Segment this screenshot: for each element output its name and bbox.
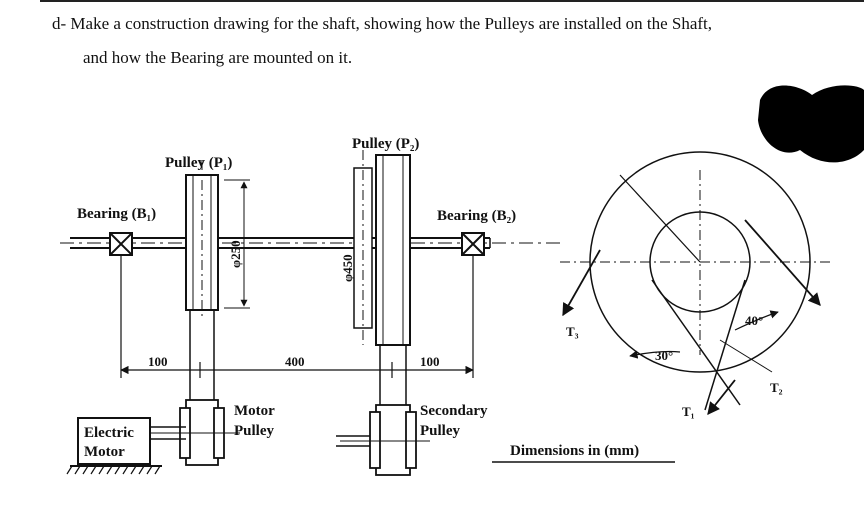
tension-diagram	[560, 151, 830, 415]
question-line-2: and how the Bearing are mounted on it.	[83, 48, 353, 67]
length-dimensions	[120, 362, 474, 378]
label-secondary-pulley-1: Secondary	[420, 403, 488, 419]
label-t3: T₃	[566, 324, 579, 339]
label-dia-p2: φ450	[340, 254, 355, 282]
label-t2: T₂	[770, 380, 783, 395]
label-pulley-p1: Pulley (P₁)	[165, 155, 232, 171]
label-dia-p1: φ250	[228, 240, 243, 268]
secondary-pulley	[336, 404, 430, 476]
label-secondary-pulley-2: Pulley	[420, 423, 460, 439]
dimensions-note: Dimensions in (mm)	[510, 443, 639, 459]
motor-pulley	[150, 399, 240, 466]
label-electric-motor-2: Motor	[84, 444, 125, 460]
bearing-b1-symbol	[109, 232, 133, 378]
label-bearing-b1: Bearing (B₁)	[77, 206, 156, 222]
label-angle-40: 40°	[745, 313, 763, 328]
question-line-1: d- Make a construction drawing for the s…	[52, 14, 713, 33]
label-t1: T₁	[682, 404, 695, 419]
electric-motor	[66, 417, 162, 475]
label-dim-400: 400	[285, 354, 305, 369]
label-bearing-b2: Bearing (B₂)	[437, 208, 516, 224]
label-motor-pulley-1: Motor	[234, 403, 275, 419]
label-electric-motor-1: Electric	[84, 425, 134, 441]
pulley-p2	[353, 150, 411, 405]
bearing-b2-symbol	[461, 232, 485, 378]
top-border-line	[40, 0, 864, 2]
label-dim-100-left: 100	[148, 354, 168, 369]
label-pulley-p2: Pulley (P₂)	[352, 136, 419, 152]
label-angle-30: 30°	[655, 348, 673, 363]
label-motor-pulley-2: Pulley	[234, 423, 274, 439]
pulley-p1	[185, 160, 250, 400]
redaction-blob	[758, 85, 864, 163]
label-dim-100-right: 100	[420, 354, 440, 369]
